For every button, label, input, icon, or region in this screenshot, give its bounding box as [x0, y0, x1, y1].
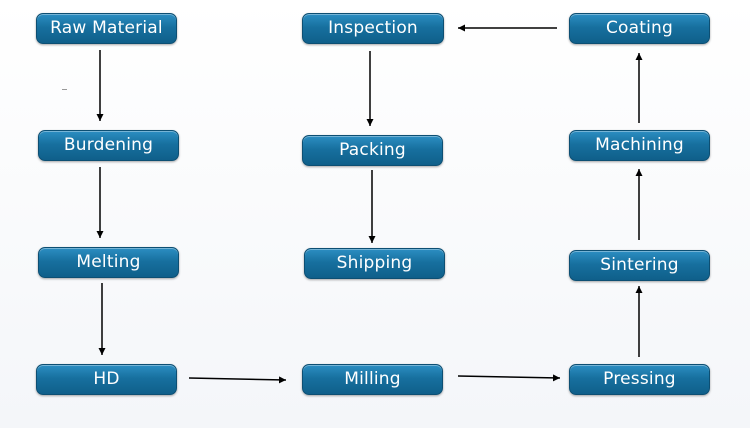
node-hd: HD [36, 364, 177, 395]
node-melting: Melting [38, 247, 179, 278]
node-raw-material: Raw Material [36, 13, 177, 44]
node-pressing: Pressing [569, 364, 710, 395]
node-burdening: Burdening [38, 130, 179, 161]
stray-mark [62, 89, 67, 90]
node-milling: Milling [302, 364, 443, 395]
node-sintering: Sintering [569, 250, 710, 281]
node-packing: Packing [302, 135, 443, 166]
node-machining: Machining [569, 130, 710, 161]
node-coating: Coating [569, 13, 710, 44]
node-inspection: Inspection [302, 13, 444, 44]
node-shipping: Shipping [304, 248, 445, 279]
arrow-hd-to-milling [188, 376, 287, 384]
arrow-milling-to-pressing [457, 374, 561, 382]
